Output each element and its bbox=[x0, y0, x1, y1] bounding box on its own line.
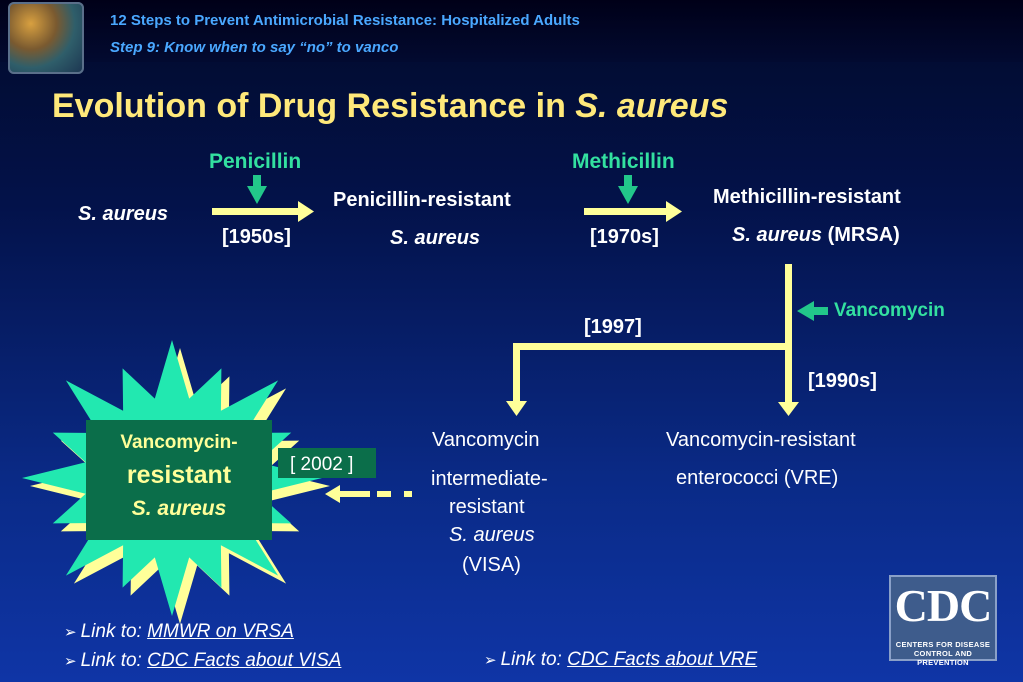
vrsa-line-1: Vancomycin- bbox=[120, 432, 238, 453]
vrsa-box bbox=[86, 420, 272, 540]
course-logo bbox=[8, 2, 84, 74]
link-prefix: Link to: bbox=[500, 649, 568, 670]
bullet-icon: ➢ bbox=[484, 652, 497, 669]
link-row-mmwr: ➢Link to: MMWR on VRSA bbox=[64, 621, 294, 643]
meth-resistant-line-2: S. aureus (MRSA) bbox=[732, 224, 900, 247]
meth-resistant-line-1: Methicillin-resistant bbox=[713, 186, 901, 208]
vre-line-1: Vancomycin-resistant bbox=[666, 429, 856, 451]
s-aureus-label: S. aureus bbox=[78, 203, 169, 225]
vancomycin-label: Vancomycin bbox=[834, 300, 945, 321]
cdc-logo-subtitle: CENTERS FOR DISEASE CONTROL AND PREVENTI… bbox=[891, 640, 995, 667]
date-1997: [1997] bbox=[584, 316, 642, 338]
cdc-visa-link[interactable]: CDC Facts about VISA bbox=[147, 650, 342, 671]
vrsa-line-3: S. aureus bbox=[131, 497, 227, 520]
bullet-icon: ➢ bbox=[64, 653, 77, 670]
year-2002-badge bbox=[278, 448, 376, 478]
cdc-logo: CDC CENTERS FOR DISEASE CONTROL AND PREV… bbox=[889, 575, 997, 667]
visa-line-5: (VISA) bbox=[462, 554, 521, 576]
dashed-arrow-to-vrsa bbox=[325, 485, 412, 503]
date-1970s: [1970s] bbox=[590, 226, 659, 248]
date-1990s: [1990s] bbox=[808, 370, 877, 392]
visa-line-4: S. aureus bbox=[449, 524, 535, 546]
arrow-to-pen-resistant bbox=[212, 201, 314, 222]
link-row-visa: ➢Link to: CDC Facts about VISA bbox=[64, 650, 341, 672]
arrow-to-meth-resistant bbox=[584, 201, 682, 222]
penicillin-label: Penicillin bbox=[209, 150, 302, 173]
pen-resistant-line-2: S. aureus bbox=[390, 227, 481, 249]
meth-resistant-abbr: (MRSA) bbox=[822, 224, 900, 246]
cdc-logo-sub-2: CONTROL AND PREVENTION bbox=[913, 649, 973, 667]
title-species: S. aureus bbox=[575, 87, 729, 125]
pen-resistant-line-1: Penicillin-resistant bbox=[333, 189, 511, 211]
link-row-vre: ➢Link to: CDC Facts about VRE bbox=[484, 649, 757, 671]
vrsa-line-2: resistant bbox=[126, 461, 232, 489]
cdc-logo-text: CDC bbox=[894, 580, 993, 631]
header-line-1: 12 Steps to Prevent Antimicrobial Resist… bbox=[110, 12, 580, 29]
penicillin-down-arrow bbox=[247, 175, 267, 204]
visa-line-3: resistant bbox=[449, 496, 525, 518]
date-2002: [ 2002 ] bbox=[290, 454, 354, 475]
methicillin-down-arrow bbox=[618, 175, 638, 204]
bullet-icon: ➢ bbox=[64, 624, 77, 641]
link-prefix: Link to: bbox=[80, 621, 148, 642]
header-bar bbox=[0, 0, 1023, 62]
mmwr-vrsa-link[interactable]: MMWR on VRSA bbox=[147, 621, 294, 642]
vancomycin-left-arrow bbox=[797, 301, 828, 321]
link-prefix: Link to: bbox=[80, 650, 148, 671]
meth-resistant-species: S. aureus bbox=[732, 224, 823, 246]
date-1950s: [1950s] bbox=[222, 226, 291, 248]
vancomycin-branch-lines bbox=[506, 264, 799, 416]
header-line-2: Step 9: Know when to say “no” to vanco bbox=[110, 39, 399, 56]
title-main: Evolution of Drug Resistance in bbox=[52, 87, 576, 125]
methicillin-label: Methicillin bbox=[572, 150, 675, 173]
cdc-vre-link[interactable]: CDC Facts about VRE bbox=[567, 649, 758, 670]
visa-line-1: Vancomycin bbox=[432, 429, 540, 451]
cdc-logo-sub-1: CENTERS FOR DISEASE bbox=[895, 640, 991, 649]
visa-line-2: intermediate- bbox=[431, 468, 548, 490]
vre-line-2: enterococci (VRE) bbox=[676, 467, 839, 489]
slide-title: Evolution of Drug Resistance in S. aureu… bbox=[52, 87, 728, 126]
